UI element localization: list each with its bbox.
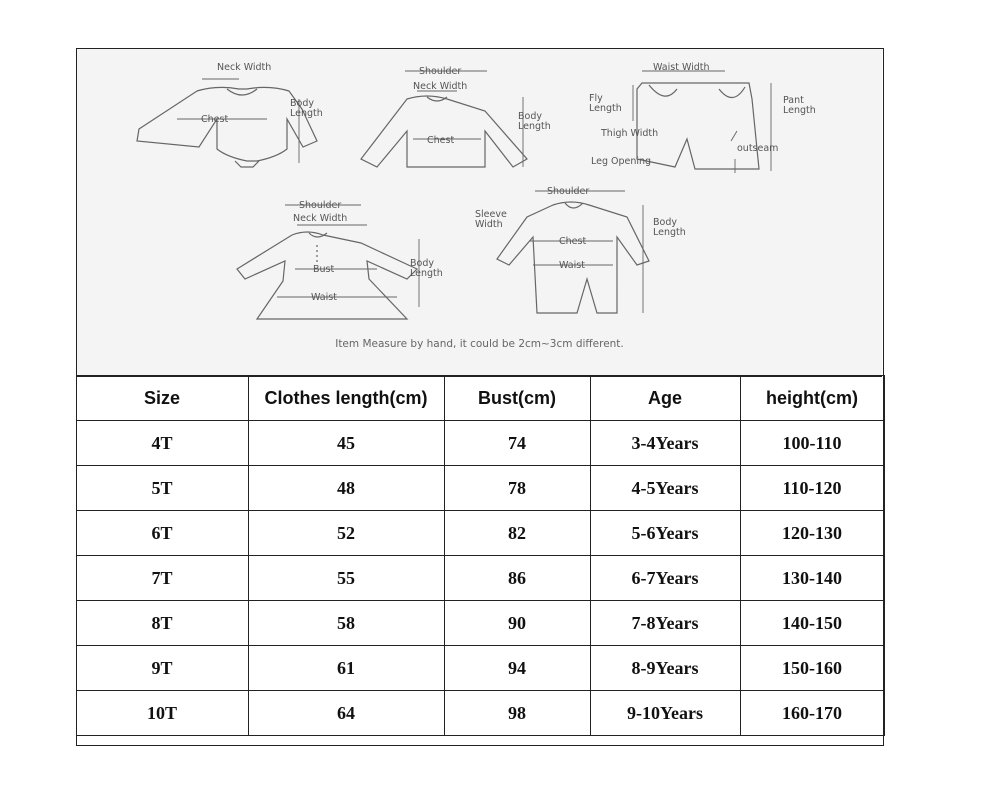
cell-clothes-length: 48 — [247, 465, 445, 511]
pants-waist-width-label: Waist Width — [653, 62, 710, 73]
cell-clothes-length: 58 — [247, 600, 445, 646]
cell-age: 9-10Years — [589, 690, 741, 736]
table-row: 9T 61 94 8-9Years 150-160 — [75, 645, 885, 691]
cell-height: 140-150 — [739, 600, 885, 646]
cell-height: 160-170 — [739, 690, 885, 736]
cell-clothes-length: 55 — [247, 555, 445, 601]
dress-shoulder-label: Shoulder — [299, 200, 341, 211]
cell-bust: 78 — [443, 465, 591, 511]
cell-size: 6T — [75, 510, 249, 556]
cell-height: 120-130 — [739, 510, 885, 556]
header-height: height(cm) — [739, 375, 885, 421]
cell-age: 5-6Years — [589, 510, 741, 556]
size-table: Size Clothes length(cm) Bust(cm) Age hei… — [75, 375, 885, 736]
cell-size: 5T — [75, 465, 249, 511]
romper-illustration — [496, 201, 650, 314]
cell-height: 110-120 — [739, 465, 885, 511]
cell-age: 8-9Years — [589, 645, 741, 691]
cell-bust: 86 — [443, 555, 591, 601]
dress-illustration — [236, 231, 419, 320]
cell-bust: 74 — [443, 420, 591, 466]
romper-chest-label: Chest — [559, 236, 586, 247]
dress-neck-width-label: Neck Width — [293, 213, 347, 224]
dress-waist-label: Waist — [311, 292, 337, 303]
header-clothes-length: Clothes length(cm) — [247, 375, 445, 421]
cell-size: 9T — [75, 645, 249, 691]
header-bust: Bust(cm) — [443, 375, 591, 421]
header-age: Age — [589, 375, 741, 421]
table-header-row: Size Clothes length(cm) Bust(cm) Age hei… — [75, 375, 885, 421]
cell-clothes-length: 45 — [247, 420, 445, 466]
cell-height: 150-160 — [739, 645, 885, 691]
table-row: 8T 58 90 7-8Years 140-150 — [75, 600, 885, 646]
table-row: 4T 45 74 3-4Years 100-110 — [75, 420, 885, 466]
cell-bust: 94 — [443, 645, 591, 691]
pants-leg-opening-label: Leg Opening — [591, 156, 651, 167]
cell-size: 4T — [75, 420, 249, 466]
cell-size: 8T — [75, 600, 249, 646]
cell-age: 7-8Years — [589, 600, 741, 646]
onesie-illustration — [136, 86, 318, 168]
onesie-neck-width-label: Neck Width — [217, 62, 271, 73]
onesie-chest-label: Chest — [201, 114, 228, 125]
cell-size: 7T — [75, 555, 249, 601]
pants-outseam-label: outseam — [737, 143, 778, 154]
shirt-chest-label: Chest — [427, 135, 454, 146]
cell-bust: 90 — [443, 600, 591, 646]
pants-illustration — [636, 82, 760, 170]
romper-waist-label: Waist — [559, 260, 585, 271]
header-size: Size — [75, 375, 249, 421]
shirt-illustration — [360, 95, 528, 168]
cell-height: 100-110 — [739, 420, 885, 466]
measurement-note: Item Measure by hand, it could be 2cm~3c… — [335, 338, 624, 350]
romper-shoulder-label: Shoulder — [547, 186, 589, 197]
table-row: 6T 52 82 5-6Years 120-130 — [75, 510, 885, 556]
shirt-shoulder-label: Shoulder — [419, 66, 461, 77]
cell-bust: 82 — [443, 510, 591, 556]
cell-size: 10T — [75, 690, 249, 736]
dress-bust-label: Bust — [313, 264, 334, 275]
shirt-neck-width-label: Neck Width — [413, 81, 467, 92]
cell-age: 3-4Years — [589, 420, 741, 466]
cell-age: 6-7Years — [589, 555, 741, 601]
cell-height: 130-140 — [739, 555, 885, 601]
cell-clothes-length: 52 — [247, 510, 445, 556]
cell-age: 4-5Years — [589, 465, 741, 511]
cell-clothes-length: 61 — [247, 645, 445, 691]
cell-bust: 98 — [443, 690, 591, 736]
cell-clothes-length: 64 — [247, 690, 445, 736]
table-row: 5T 48 78 4-5Years 110-120 — [75, 465, 885, 511]
pants-thigh-width-label: Thigh Width — [600, 128, 658, 139]
table-row: 10T 64 98 9-10Years 160-170 — [75, 690, 885, 736]
table-row: 7T 55 86 6-7Years 130-140 — [75, 555, 885, 601]
